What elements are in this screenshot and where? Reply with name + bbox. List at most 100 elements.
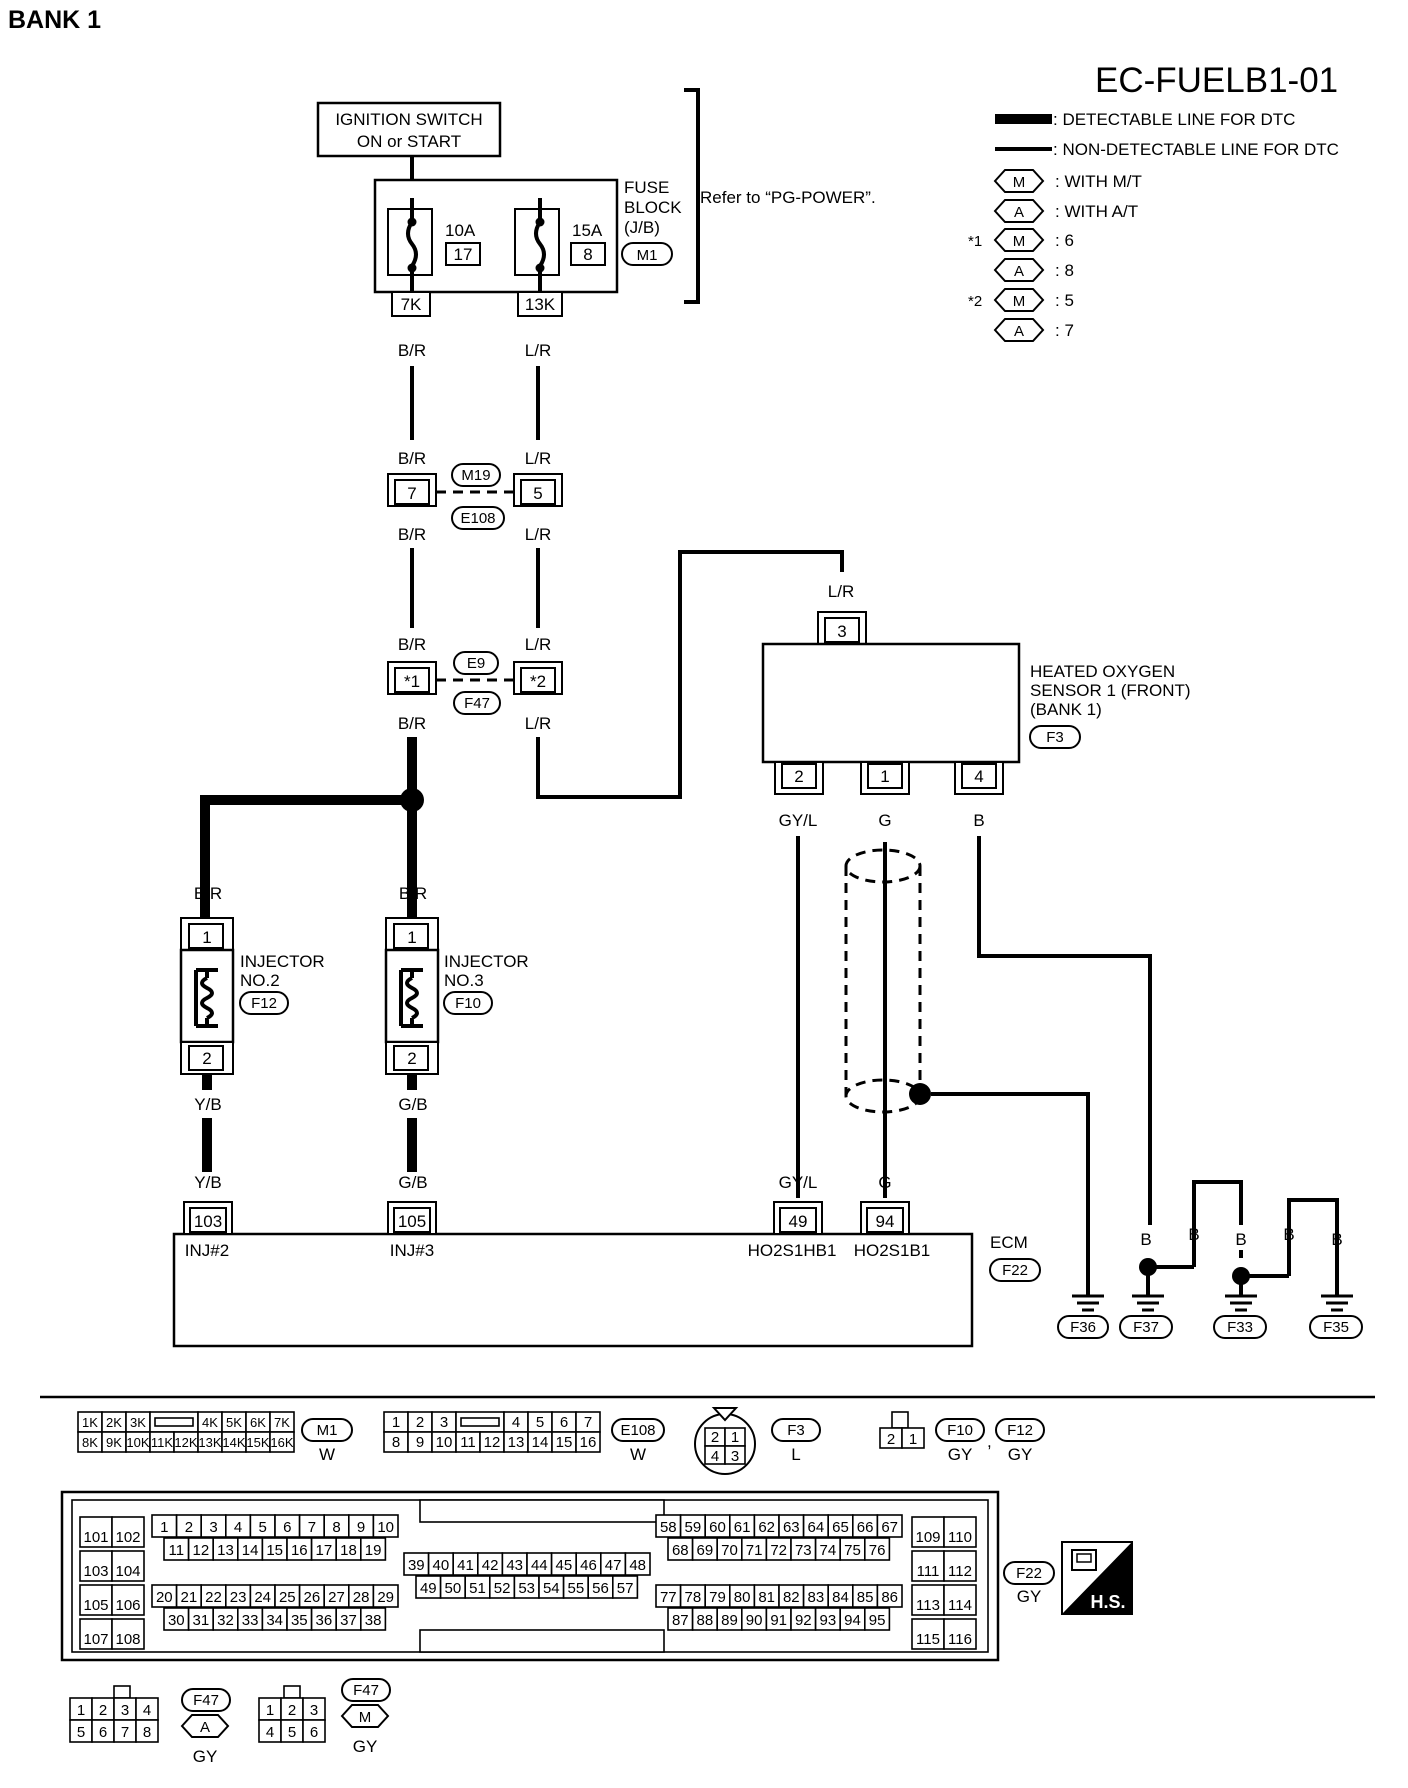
refer-power: Refer to “PG-POWER”. <box>700 188 876 207</box>
ground-label: F35 <box>1323 1319 1349 1336</box>
e108-pin <box>575 1431 601 1453</box>
shielded-cable <box>844 848 1090 1296</box>
f22-pin-label: 70 <box>721 1542 738 1559</box>
ground-label: F37 <box>1133 1319 1159 1336</box>
ecm-terminal: HO2S1HB1 <box>748 1241 837 1260</box>
fuse2-amp: 15A <box>572 221 603 240</box>
m1-connector-name: M1 <box>317 1422 338 1439</box>
m1-pin-label: 5K <box>226 1415 242 1430</box>
f22-pin-label: 7 <box>308 1519 316 1536</box>
f22-pin-label: 102 <box>115 1529 140 1546</box>
svg-text:M: M <box>1013 174 1026 191</box>
f22-pin <box>876 1514 903 1538</box>
svg-text:IGNITION SWITCH: IGNITION SWITCH <box>335 110 482 129</box>
m1-pin-label: 8K <box>82 1435 98 1450</box>
svg-text:1: 1 <box>909 1431 917 1448</box>
f22-pin <box>943 1516 977 1548</box>
f22-pin-label: 12 <box>193 1542 210 1559</box>
legend-value-6: : 6 <box>1055 231 1074 250</box>
f47a-pin-label: 3 <box>121 1702 129 1719</box>
legend-m-symbol-1: M <box>993 228 1045 252</box>
svg-text:NO.3: NO.3 <box>444 971 484 990</box>
f22-pin-label: 3 <box>209 1519 217 1536</box>
fuse2-number: 8 <box>583 245 592 264</box>
m1-pin-label: 7K <box>274 1415 290 1430</box>
f22-pin-label: 106 <box>115 1597 140 1614</box>
ground-symbol <box>1132 1294 1164 1312</box>
m1-pin-label: 14K <box>222 1435 245 1450</box>
f47a-pin-label: 1 <box>77 1702 85 1719</box>
e108-pin-label: 5 <box>536 1414 544 1431</box>
heated-oxygen-sensor: 3 2 1 4 HEATED OXYGEN SENSOR 1 (FRONT) (… <box>761 611 1191 795</box>
e108-pin-label: 14 <box>532 1434 549 1451</box>
ecm-pin: 103 <box>194 1212 222 1231</box>
svg-text:2: 2 <box>711 1429 719 1446</box>
svg-text:4: 4 <box>711 1448 719 1465</box>
f22-pin-label: 25 <box>279 1589 296 1606</box>
svg-text:A: A <box>1014 323 1024 340</box>
m1-pin-label: 6K <box>250 1415 266 1430</box>
m1-pin-label: 9K <box>106 1435 122 1450</box>
svg-text:E9: E9 <box>467 655 485 672</box>
wire-label: B/R <box>398 525 426 544</box>
f22-pin-label: 64 <box>808 1519 825 1536</box>
svg-text:2: 2 <box>794 767 803 786</box>
wire-label: G/B <box>398 1095 427 1114</box>
f22-pin-label: 49 <box>420 1580 437 1597</box>
f22-pin-label: 10 <box>377 1519 394 1536</box>
f22-pin-label: 19 <box>365 1542 382 1559</box>
f22-pin-label: 58 <box>660 1519 677 1536</box>
wire-label: B/R <box>399 884 427 903</box>
f22-pin-label: 66 <box>857 1519 874 1536</box>
sensor-connector: F3 <box>1046 729 1064 746</box>
f22-pin-label: 38 <box>365 1612 382 1629</box>
f22-pin-label: 41 <box>457 1557 474 1574</box>
e108-key-inner <box>460 1417 500 1427</box>
f47a-pin-label: 6 <box>99 1724 107 1741</box>
f22-pin-label: 94 <box>844 1612 861 1629</box>
injector-no2: 1 2 INJECTOR NO.2 F12 <box>179 917 325 1075</box>
svg-text:M19: M19 <box>461 467 490 484</box>
f22-pin-label: 87 <box>672 1612 689 1629</box>
f22-pin-label: 83 <box>808 1589 825 1606</box>
f22-pin-label: 114 <box>948 1597 972 1614</box>
f22-pin-label: 45 <box>556 1557 573 1574</box>
f47a-pin-label: 2 <box>99 1702 107 1719</box>
svg-text:F47: F47 <box>464 695 490 712</box>
f3-connector-color: L <box>791 1445 800 1464</box>
f22-pin <box>876 1584 903 1608</box>
m1-pin <box>269 1431 295 1453</box>
wire-label: L/R <box>525 449 551 468</box>
f22-pin-label: 20 <box>156 1589 173 1606</box>
fuse1-number: 17 <box>454 245 473 264</box>
f22-pin-label: 80 <box>734 1589 751 1606</box>
f22-pin-label: 26 <box>304 1589 321 1606</box>
f22-pin-label: 47 <box>605 1557 622 1574</box>
f22-pin-label: 67 <box>881 1519 898 1536</box>
wire-label: B/R <box>398 341 426 360</box>
fuse-terminal-7k: 7K <box>401 295 422 314</box>
f22-pin-label: 88 <box>697 1612 714 1629</box>
f22-pin-label: 107 <box>83 1631 108 1648</box>
svg-text:SENSOR 1 (FRONT): SENSOR 1 (FRONT) <box>1030 681 1191 700</box>
f3-connector-face: 2 1 4 3 <box>694 1407 756 1475</box>
f47a-pin <box>135 1719 159 1743</box>
f22-pin <box>111 1550 145 1582</box>
f22-pin-label: 81 <box>758 1589 775 1606</box>
f22-pin-label: 1 <box>160 1519 168 1536</box>
e108-pin-label: 12 <box>484 1434 501 1451</box>
e108-pin-label: 15 <box>556 1434 573 1451</box>
f22-pin-label: 5 <box>259 1519 267 1536</box>
e108-pin-label: 7 <box>584 1414 592 1431</box>
f22-pin <box>611 1575 639 1599</box>
f47m-pin-label: 4 <box>266 1724 274 1741</box>
connector-m19-e108: 7 5 M19 E108 <box>387 463 563 530</box>
svg-text:5: 5 <box>533 484 542 503</box>
wire-label: B/R <box>398 635 426 654</box>
f22-pin-label: 2 <box>185 1519 193 1536</box>
f47m-connector-name: F47 <box>353 1682 379 1699</box>
fuse-block: 10A 17 15A 8 FUSE BLOCK (J/B) M1 Refer t… <box>373 88 876 317</box>
e108-pin-label: 11 <box>460 1434 476 1451</box>
f22-pin-label: 111 <box>917 1563 940 1580</box>
